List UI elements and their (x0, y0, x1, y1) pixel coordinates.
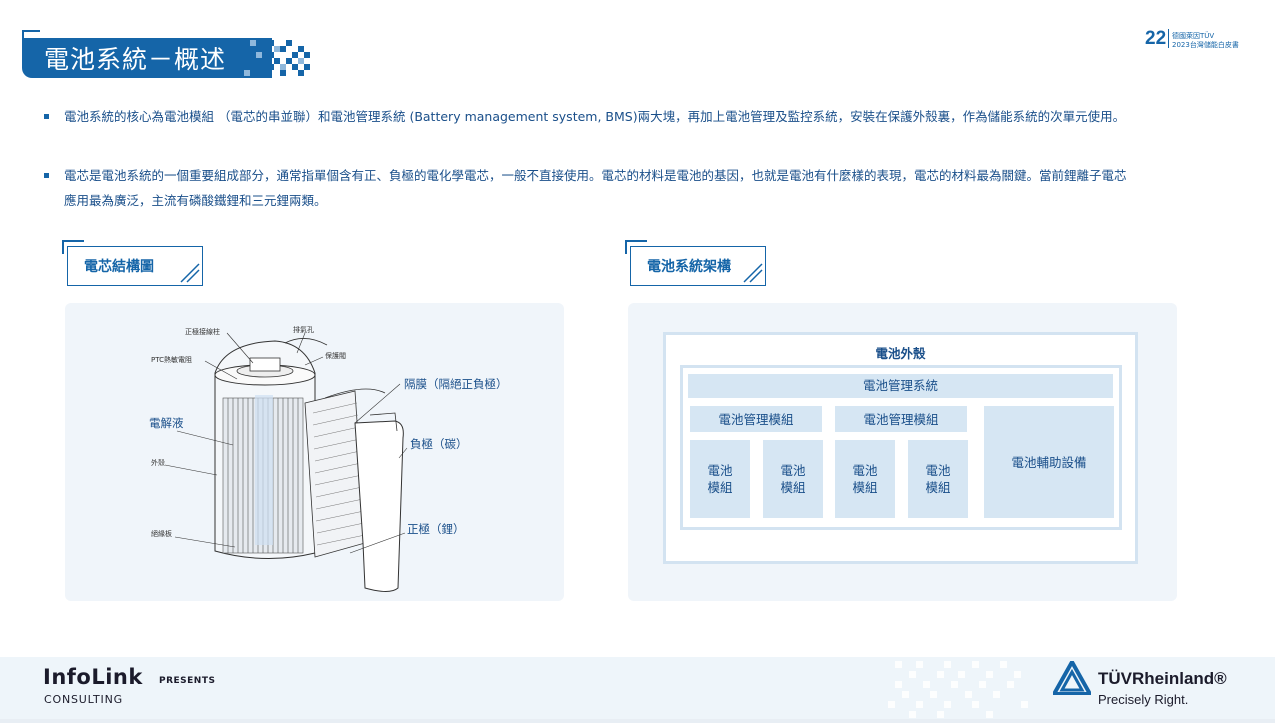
tuv-tagline: Precisely Right. (1098, 692, 1189, 707)
page-title: 電池系統－概述 (44, 45, 227, 74)
battery-module-box: 電池 模組 (763, 440, 823, 518)
bmm-box: 電池管理模組 (690, 406, 822, 432)
header-box (630, 246, 766, 286)
battery-casing-label: 電池外殼 (875, 346, 926, 361)
battery-module-box: 電池 模組 (690, 440, 750, 518)
module-label-line1: 電池 (852, 463, 878, 478)
bmm-box: 電池管理模組 (835, 406, 967, 432)
header-box (67, 246, 203, 286)
module-label-line1: 電池 (707, 463, 733, 478)
bms-container: 電池管理系統 電池管理模組 電池管理模組 電池 模組 電池 模組 電池 模組 電… (680, 365, 1122, 530)
consulting-label: CONSULTING (44, 693, 123, 706)
system-architecture-panel: 電池外殼 電池管理系統 電池管理模組 電池管理模組 電池 模組 電池 模組 電池… (628, 303, 1177, 601)
label-casing: 外殼 (151, 459, 165, 467)
module-label-line2: 模組 (925, 480, 951, 495)
label-electrolyte: 電解液 (149, 416, 184, 430)
header-slash-decoration (743, 263, 763, 283)
header-corner-bracket (625, 240, 647, 254)
label-insulator: 絕緣板 (151, 530, 172, 538)
battery-module-box: 電池 模組 (908, 440, 968, 518)
page-number: 22 (1145, 28, 1167, 49)
bullet-text: 電芯是電池系統的一個重要組成部分，通常指單個含有正、負極的電化學電芯，一般不直接… (64, 168, 1127, 208)
header-corner-bracket (62, 240, 84, 254)
title-corner-bracket (22, 30, 40, 44)
auxiliary-equipment-box: 電池輔助設備 (984, 406, 1114, 518)
bullet-marker (44, 173, 49, 178)
label-separator: 隔膜（隔絕正負極） (404, 377, 508, 391)
bms-label: 電池管理系統 (688, 374, 1113, 398)
label-ptc: PTC熱敏電阻 (151, 356, 192, 364)
tuv-rheinland-name: TÜVRheinland® (1098, 669, 1227, 688)
presents-label: PRESENTS (159, 676, 216, 686)
module-label-line2: 模組 (707, 480, 733, 495)
module-label-line2: 模組 (852, 480, 878, 495)
battery-casing-box: 電池外殼 電池管理系統 電池管理模組 電池管理模組 電池 模組 電池 模組 電池… (663, 332, 1138, 564)
label-positive: 正極（鋰） (407, 522, 465, 536)
label-positive-terminal: 正極接線柱 (185, 328, 220, 336)
cell-structure-title: 電芯結構圖 (84, 259, 154, 275)
tuv-triangle-logo-icon (1053, 661, 1091, 695)
footer-pixel-pattern (888, 661, 1028, 718)
title-pixel-pattern (244, 40, 310, 76)
cell-structure-panel: 正極接線柱 排氣孔 PTC熱敏電阻 保護閥 隔膜（隔絕正負極） 電解液 負極（碳… (65, 303, 564, 601)
title-banner: 電池系統－概述 (22, 30, 290, 78)
cell-structure-header: 電芯結構圖 (62, 240, 207, 286)
label-vent: 排氣孔 (293, 326, 314, 334)
footer-bottom-line (0, 719, 1275, 723)
label-safety-valve: 保護閥 (325, 352, 346, 360)
module-label-line2: 模組 (780, 480, 806, 495)
module-label-line1: 電池 (925, 463, 951, 478)
system-architecture-header: 電池系統架構 (625, 240, 770, 286)
battery-cell-illustration (164, 332, 408, 592)
report-title: 2023台灣儲能白皮書 (1172, 41, 1239, 49)
label-negative: 負極（碳） (410, 437, 468, 451)
battery-module-box: 電池 模組 (835, 440, 895, 518)
page-number-divider (1168, 29, 1169, 48)
bullet-marker (44, 114, 49, 119)
infolink-logo: InfoLink (43, 665, 143, 689)
module-label-line1: 電池 (780, 463, 806, 478)
system-architecture-title: 電池系統架構 (647, 259, 731, 275)
report-publisher: 德國萊因TÜV (1172, 32, 1215, 40)
header-slash-decoration (180, 263, 200, 283)
title-background (22, 38, 272, 78)
bullet-text: 電池系統的核心為電池模組 （電芯的串並聯）和電池管理系統 (Battery ma… (64, 109, 1126, 124)
